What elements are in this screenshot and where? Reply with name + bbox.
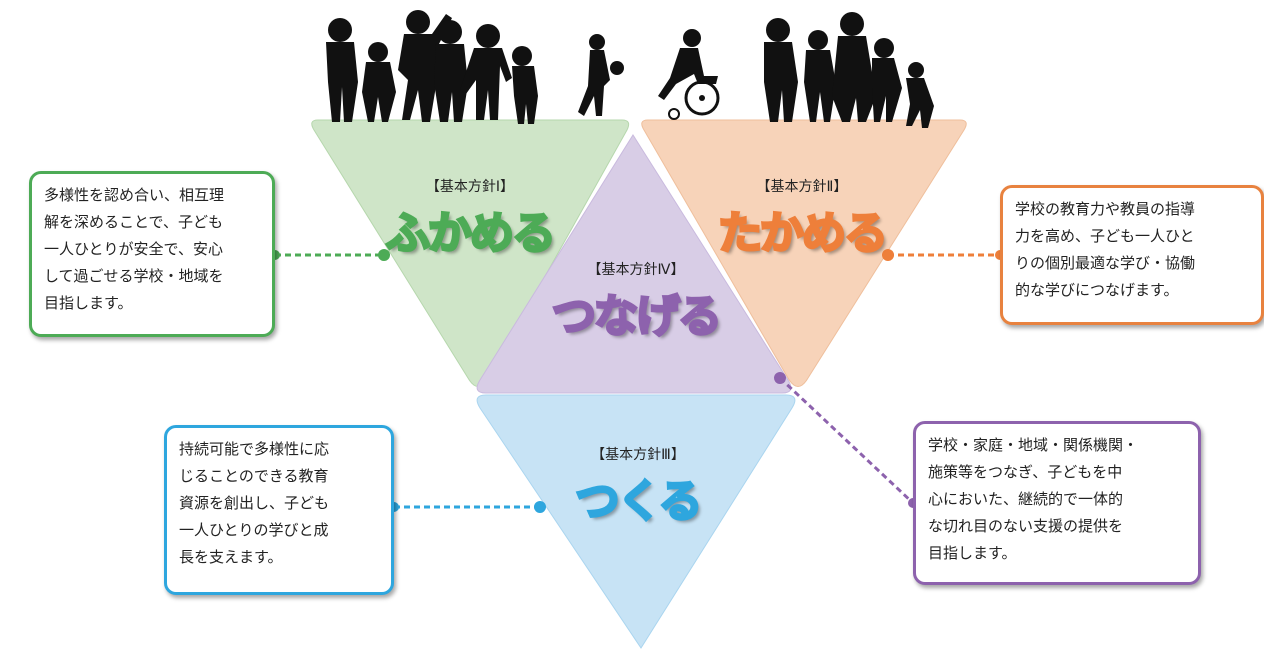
triangle-tsukuru — [476, 394, 796, 649]
triangle-takameru — [641, 119, 967, 387]
triangle-tsunageru — [476, 134, 792, 394]
policy-4-title: つなげる — [551, 290, 724, 344]
description-line: して過ごせる学校・地域を — [44, 267, 224, 285]
description-line: 解を深めることで、子ども — [44, 213, 223, 231]
policy-3-description-box: 持続可能で多様性に応 じることのできる教育 資源を創出し、子ども 一人ひとりの学… — [164, 425, 394, 595]
description-line: 力を高め、子ども一人ひと — [1015, 227, 1195, 245]
policy-3-title: つくる — [574, 475, 704, 529]
description-line: りの個別最適な学び・協働 — [1015, 254, 1196, 272]
policy-1-heading: 【基本方針Ⅰ】 — [425, 179, 515, 195]
description-line: 学校・家庭・地域・関係機関・ — [928, 436, 1139, 454]
description-line: 目指します。 — [44, 294, 133, 312]
description-line: 一人ひとりの学びと成 — [179, 521, 329, 539]
description-line: 持続可能で多様性に応 — [179, 440, 330, 458]
description-line: 一人ひとりが安全で、安心 — [44, 240, 223, 258]
description-line: 長を支えます。 — [179, 548, 283, 566]
description-line: 心においた、継続的で一体的 — [928, 490, 1124, 508]
description-line: な切れ目のない支援の提供を — [928, 517, 1124, 535]
policy-1-title: ふかめる — [385, 207, 558, 261]
description-line: 的な学びにつなげます。 — [1015, 281, 1179, 299]
triangle-group — [311, 119, 967, 649]
policy-4-heading: 【基本方針Ⅳ】 — [587, 262, 685, 278]
description-line: じることのできる教育 — [179, 467, 329, 485]
policy-4-description-box: 学校・家庭・地域・関係機関・ 施策等をつなぎ、子どもを中 心においた、継続的で一… — [913, 421, 1201, 585]
description-line: 目指します。 — [928, 544, 1017, 562]
description-line: 資源を創出し、子ども — [179, 494, 330, 512]
connector-tsunageru — [778, 376, 915, 505]
description-line: 学校の教育力や教員の指導 — [1015, 200, 1196, 218]
policy-1-description-box: 多様性を認め合い、相互理 解を深めることで、子ども 一人ひとりが安全で、安心 し… — [29, 171, 275, 337]
children-silhouette-illustration — [326, 10, 934, 128]
policy-2-title: たかめる — [717, 207, 890, 261]
policy-2-heading: 【基本方針Ⅱ】 — [756, 179, 848, 195]
policy-3-heading: 【基本方針Ⅲ】 — [591, 447, 685, 463]
description-line: 施策等をつなぎ、子どもを中 — [928, 463, 1123, 481]
description-line: 多様性を認め合い、相互理 — [44, 186, 225, 204]
policy-2-description-box: 学校の教育力や教員の指導 力を高め、子ども一人ひと りの個別最適な学び・協働 的… — [1000, 185, 1264, 325]
